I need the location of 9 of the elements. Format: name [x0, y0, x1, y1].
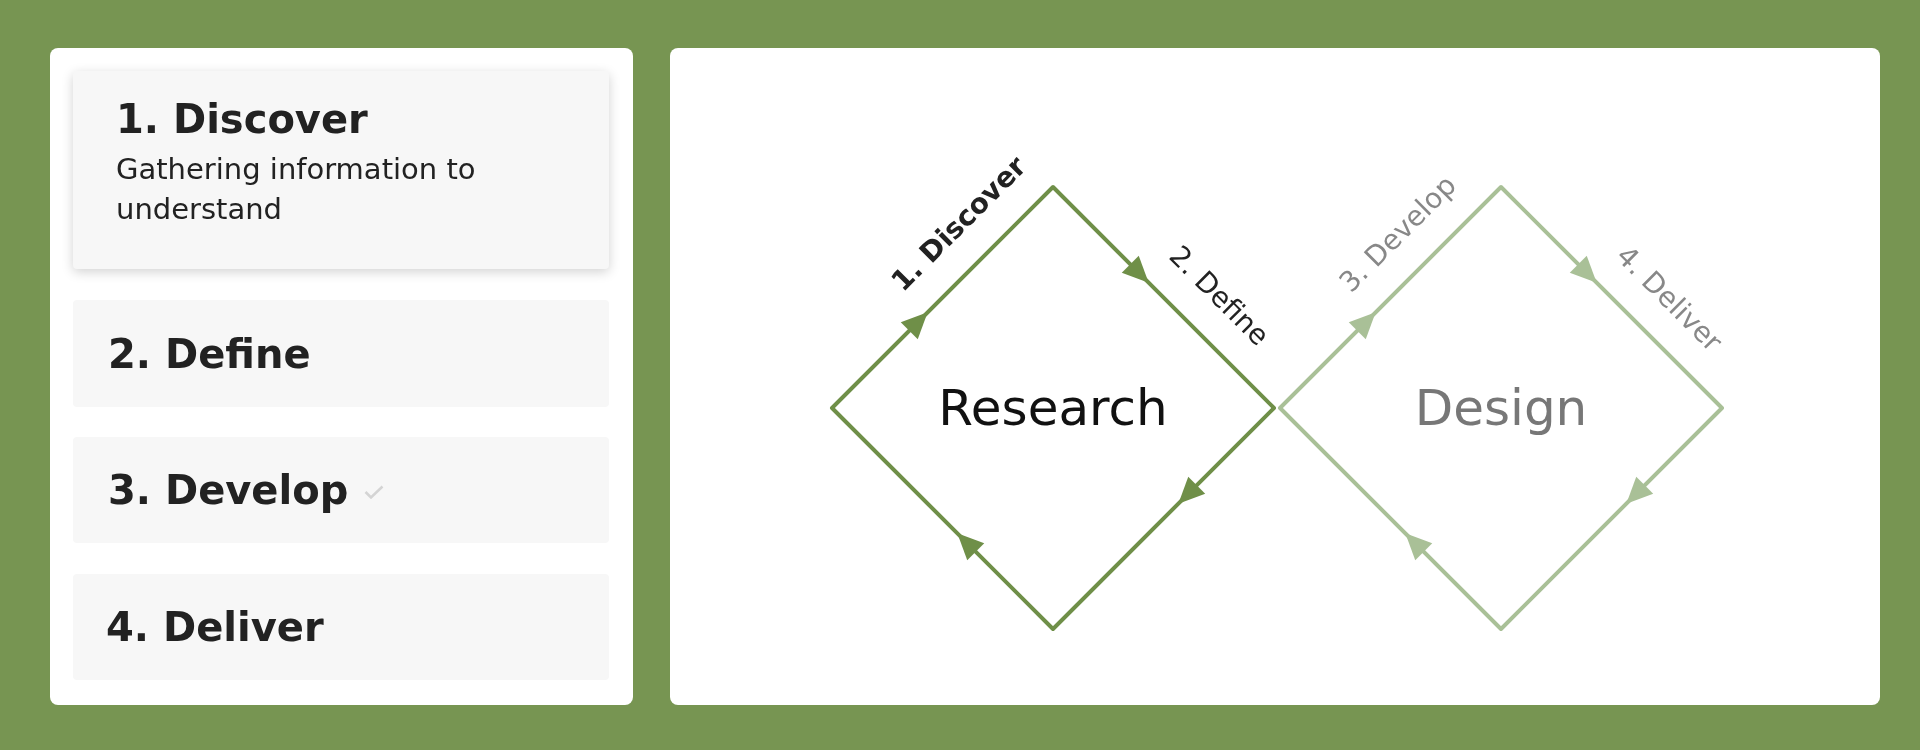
phase-title: Design: [1414, 378, 1588, 438]
step-card: [73, 437, 609, 543]
step-card: [73, 71, 609, 269]
phase-title: Research: [938, 378, 1168, 438]
card-title: 4. Deliver: [106, 603, 324, 651]
card-title: 1. Discover: [116, 95, 368, 143]
card-title: 3. Develop: [108, 466, 349, 514]
card-description: Gathering information to understand: [116, 151, 477, 228]
card-title: 2. Define: [108, 329, 311, 378]
